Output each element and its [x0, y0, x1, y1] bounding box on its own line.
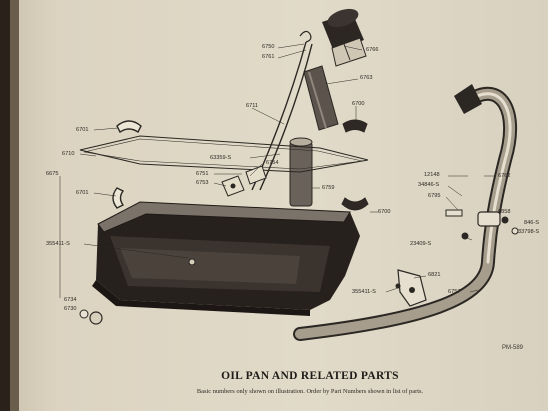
part-number-label: 6730	[64, 306, 77, 312]
part-number-label: 6754	[266, 160, 279, 166]
oil-pump-inlet-tube	[293, 86, 518, 341]
leader-lines	[59, 43, 496, 298]
oil-pan	[92, 201, 360, 316]
part-number-label: 6700	[378, 209, 391, 215]
part-number-label: 6821	[428, 272, 441, 278]
part-number-label: 6762	[498, 173, 511, 179]
part-number-label: 23409-S	[410, 241, 432, 247]
part-number-label: 355411-S	[352, 289, 376, 295]
oil-filler-cap	[322, 8, 367, 67]
part-number-label: 6759	[322, 185, 335, 191]
part-number-label: 6700	[352, 101, 365, 107]
part-number-label: 6675	[46, 171, 59, 177]
figure-caption: OIL PAN AND RELATED PARTS	[221, 370, 399, 382]
rear-main-seal-upper	[342, 119, 368, 133]
part-number-label: 6761	[262, 54, 275, 60]
part-number-label: 6734	[64, 297, 77, 303]
tube-end-fitting	[454, 84, 482, 114]
oil-filler-tube	[303, 65, 339, 131]
part-number-label: 34846-S	[418, 182, 440, 188]
filler-tube-lower	[289, 137, 313, 207]
part-number-label: 6766	[366, 47, 379, 53]
manual-page	[16, 0, 548, 411]
oil-pan-gasket	[79, 135, 369, 173]
dipstick-bracket	[221, 165, 267, 197]
tube-support-bracket	[395, 269, 427, 307]
part-number-label: 846-S	[524, 220, 539, 226]
part-number-label: 355411-S	[46, 241, 70, 247]
part-number-label: 6711	[246, 103, 259, 109]
part-number-label: 6757	[448, 289, 461, 295]
part-number-label: 6701	[76, 127, 89, 133]
part-number-label: 12148	[424, 172, 440, 178]
drain-plug	[79, 309, 103, 325]
part-number-label: 6753	[196, 180, 209, 186]
part-number-label: 6763	[360, 75, 373, 81]
front-seal-lower	[112, 187, 125, 209]
figure-footnote: Basic numbers only shown on illustration…	[196, 388, 424, 395]
part-number-label: 6750	[262, 44, 275, 50]
part-number-label: 63359-S	[210, 155, 232, 161]
part-number-label: 6858	[498, 209, 511, 215]
plate-reference-code: PM-589	[502, 345, 524, 351]
part-number-label: 6710	[62, 151, 75, 157]
page-spine-shadow	[10, 0, 19, 411]
front-seal-upper	[116, 120, 142, 134]
part-number-label: 6795	[428, 193, 441, 199]
rear-main-seal-lower	[341, 197, 369, 211]
pan-bolt	[188, 258, 196, 266]
part-number-label: 6701	[76, 190, 89, 196]
part-number-label: 33798-S	[518, 229, 540, 235]
part-number-label: 6751	[196, 171, 209, 177]
